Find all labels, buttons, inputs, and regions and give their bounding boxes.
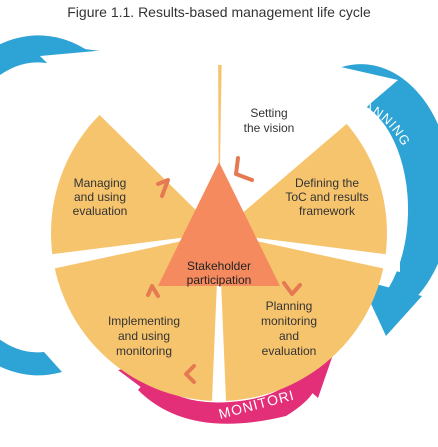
managing-line-1: Managing — [74, 176, 127, 190]
setting-vision-line-2: the vision — [244, 121, 295, 135]
center-label-line-1: Stakeholder — [187, 259, 251, 273]
step-defining-toc: Defining the ToC and results framework — [285, 176, 368, 218]
defining-toc-line-3: framework — [299, 204, 356, 218]
small-arrow-bottom — [184, 364, 196, 384]
center-triangle — [158, 162, 280, 286]
defining-toc-line-2: ToC and results — [285, 190, 368, 204]
small-arrow-left — [146, 284, 160, 298]
step-implementing: Implementing and using monitoring — [108, 314, 180, 358]
managing-line-2: and using — [74, 190, 126, 204]
small-arrow-top-right — [234, 156, 254, 182]
implementing-line-1: Implementing — [108, 314, 180, 328]
center-triangle-group: Stakeholder participation — [158, 162, 280, 287]
step-setting-vision: Setting the vision — [244, 106, 295, 135]
small-arrows — [146, 156, 302, 384]
small-arrow-top-left — [156, 178, 170, 198]
center-label-line-2: participation — [187, 273, 252, 287]
planning-me-line-4: evaluation — [262, 344, 317, 358]
step-planning-me: Planning monitoring and evaluation — [261, 299, 317, 358]
figure-title: Figure 1.1. Results-based management lif… — [67, 4, 371, 20]
defining-toc-line-1: Defining the — [295, 176, 359, 190]
circle-dividers — [38, 40, 400, 401]
implementing-line-2: and using — [118, 329, 170, 343]
planning-me-line-2: monitoring — [261, 314, 317, 328]
planning-me-line-3: and — [279, 329, 299, 343]
small-arrow-right — [282, 281, 302, 296]
planning-me-line-1: Planning — [266, 299, 313, 313]
divider-top-right — [219, 40, 398, 233]
planning-arrow-band — [318, 64, 438, 310]
divider-bottom — [212, 233, 226, 401]
divider-top-left — [40, 40, 219, 233]
step-managing: Managing and using evaluation — [73, 176, 128, 218]
divider-left — [38, 233, 219, 272]
implementing-line-3: monitoring — [116, 344, 172, 358]
divider-right — [219, 233, 400, 272]
monitoring-arrow-band — [138, 374, 316, 424]
setting-vision-line-1: Setting — [250, 106, 287, 120]
managing-line-3: evaluation — [73, 204, 128, 218]
